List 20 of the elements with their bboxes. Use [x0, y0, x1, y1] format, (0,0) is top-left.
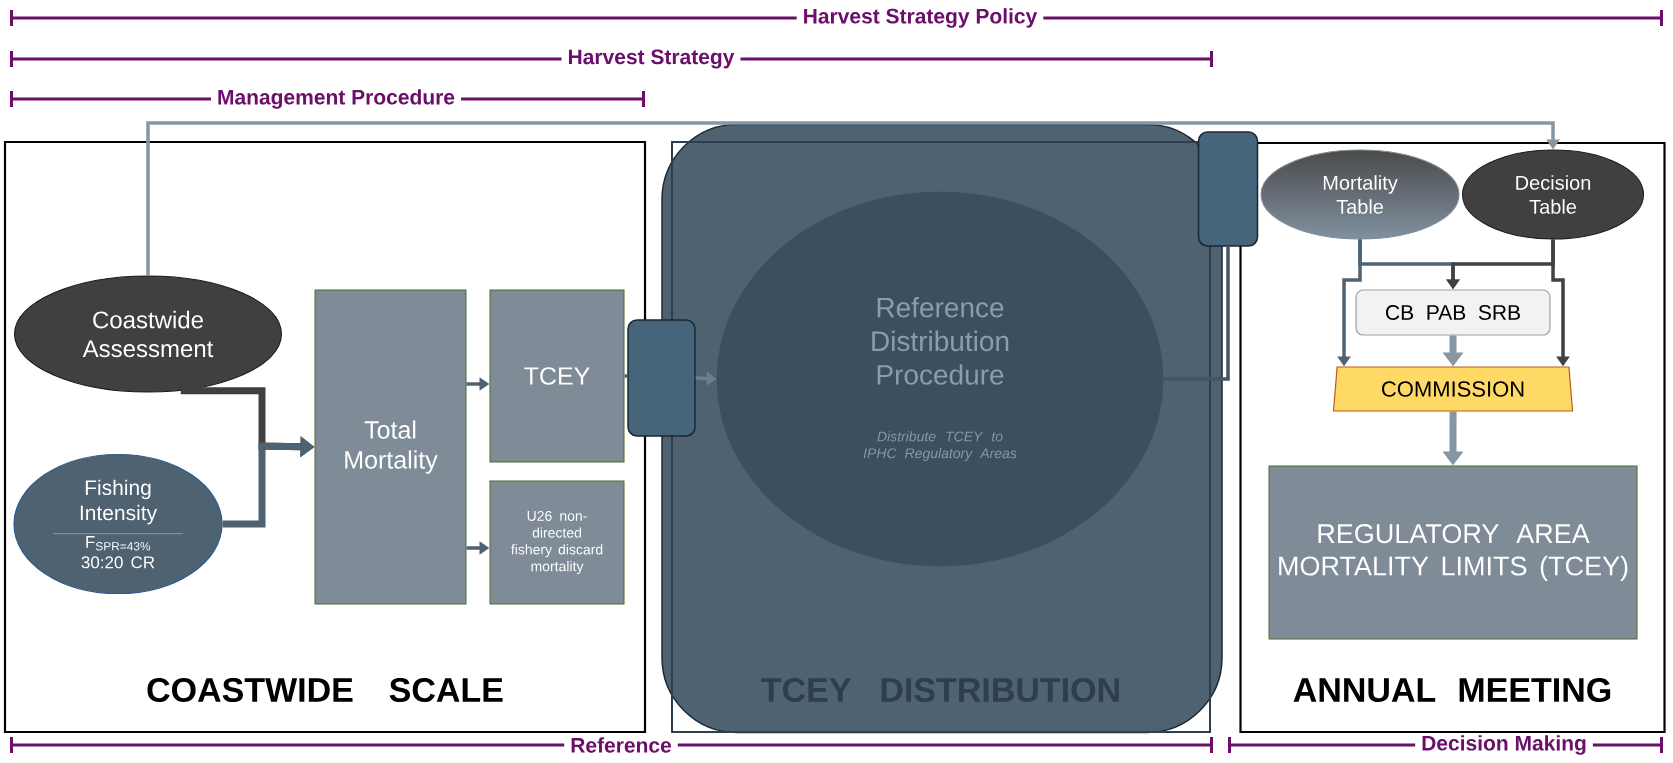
arrow	[146, 121, 1560, 276]
oval-node: Fishing Intensity F$_{SPR=43%}$ 30:20 CR	[13, 453, 223, 595]
bracket-label: Harvest Strategy Policy	[796, 7, 1044, 29]
connector-line	[1163, 246, 1230, 381]
trapezoid-box: COMMISSION	[1332, 366, 1574, 412]
connector-tab	[627, 319, 696, 437]
connector-line	[624, 374, 628, 378]
rounded-box: CB PAB SRB	[1355, 289, 1551, 336]
process-box: TCEY	[489, 289, 625, 463]
bracket-label: Reference	[564, 736, 678, 754]
oval-node: Decision Table	[1462, 149, 1644, 240]
process-box: Total Mortality	[314, 289, 467, 605]
bracket-label: Management Procedure	[210, 88, 462, 110]
connector-tab	[1197, 131, 1259, 247]
oval-node: Reference Distribution Procedure Distribute TCEY to IPHC Regulatory Areas	[716, 191, 1164, 567]
bracket-label: Harvest Strategy	[561, 48, 741, 70]
bracket-label: Decision Making	[1415, 734, 1593, 756]
oval-node: Coastwide Assessment	[14, 275, 282, 393]
process-box: U26 non-directed fishery discard mortality	[489, 480, 625, 605]
process-box: REGULATORY AREA MORTALITY LIMITS (TCEY)	[1268, 465, 1638, 640]
